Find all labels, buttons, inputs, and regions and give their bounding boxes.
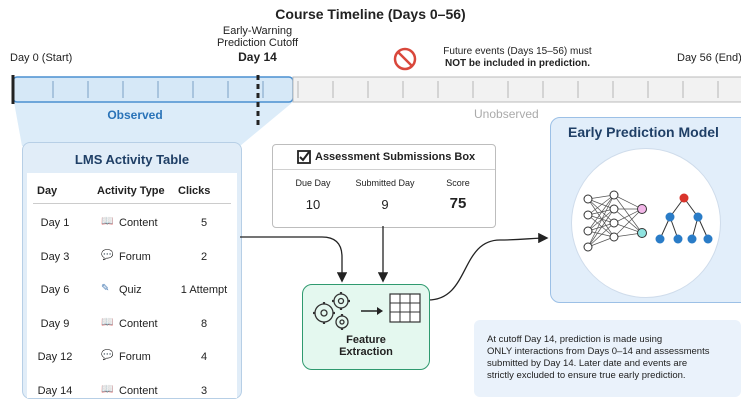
observed-funnel [14,102,293,146]
note-line-1: At cutoff Day 14, prediction is made usi… [487,334,663,345]
model-title: Early Prediction Model [568,124,719,140]
row-activity-type: Forum [119,351,151,363]
unobserved-label: Unobserved [474,107,539,121]
row-activity-type: Content [119,317,158,330]
submitted-day-header: Submitted Day [355,178,415,188]
checked-box-icon [297,150,311,164]
row-activity-type: Content [119,384,158,397]
cutoff-title: Early-Warning Prediction Cutoff [216,25,299,49]
row-activity-type: Quiz [119,284,142,296]
cutoff-note: At cutoff Day 14, prediction is made usi… [474,320,741,397]
arrow-right-icon [361,307,383,315]
score-value: 75 [449,195,467,212]
chat-bubble-icon: 💬 [101,249,114,261]
row-clicks: 2 [200,250,208,263]
book-icon: 📖 [101,316,114,328]
row-day: Day 1 [40,217,70,229]
timeline-end-label: Day 56 (End) [677,52,741,64]
prohibited-icon [393,47,417,71]
activity-table-title: LMS Activity Table [74,152,190,167]
row-day: Day 9 [40,317,70,330]
assessment-title: Assessment Submissions Box [315,151,476,163]
warning-line-1: Future events (Days 15–56) must [443,46,592,57]
lms-activity-panel: LMS Activity Table Day Activity Type Cli… [22,142,242,399]
row-day: Day 14 [37,384,73,397]
header-day: Day [37,185,58,197]
submitted-day-value: 9 [381,197,389,212]
warning-line-2: NOT be included in prediction. [444,58,590,69]
diagram-title: Course Timeline (Days 0–56) [275,6,466,22]
pencil-icon: ✎ [101,283,110,294]
neural-network-icon [583,190,647,252]
feature-label-line-2: Extraction [339,346,393,358]
row-day: Day 6 [40,284,70,296]
row-day: Day 3 [40,250,70,263]
grid-table-icon [389,293,421,323]
assessment-box: Assessment Submissions Box Due Day Submi… [272,144,496,228]
row-clicks: 3 [200,384,208,397]
feature-label-line-1: Feature [346,334,386,346]
gears-icon [313,292,350,330]
prediction-model-box: Early Prediction Model [550,117,741,303]
score-header: Score [446,178,470,188]
header-divider [33,203,231,204]
row-day: Day 12 [37,351,73,363]
row-clicks: 5 [200,217,208,229]
timeline-ticks [52,81,719,98]
book-icon: 📖 [101,383,114,395]
decision-tree-icon [655,193,713,244]
chat-bubble-icon: 💬 [101,350,114,361]
note-line-4: strictly excluded to ensure true early p… [487,370,686,381]
timeline-svg [11,75,741,146]
book-icon: 📖 [101,216,114,227]
table-to-feature-arrow [240,236,348,283]
row-activity-type: Forum [119,250,151,263]
feature-extraction-box: Feature Extraction [302,284,430,370]
timeline-start-label: Day 0 (Start) [10,52,73,64]
due-day-value: 10 [305,197,321,212]
header-clicks: Clicks [178,185,211,197]
note-line-2: ONLY interactions from Days 0–14 and ass… [487,346,710,357]
feature-to-model-arrow [427,232,549,301]
model-circle [571,148,721,298]
due-day-header: Due Day [295,178,331,188]
note-line-3: submitted by Day 14. Later date and even… [487,358,688,369]
row-activity-type: Content [119,217,158,229]
row-clicks: 8 [200,317,208,330]
assessment-divider [273,169,495,170]
row-clicks: 4 [200,351,208,363]
header-activity-type: Activity Type [97,185,165,197]
row-clicks: 1 Attempt [180,284,228,296]
observed-label: Observed [107,108,163,122]
cutoff-day-label: Day 14 [238,50,277,64]
